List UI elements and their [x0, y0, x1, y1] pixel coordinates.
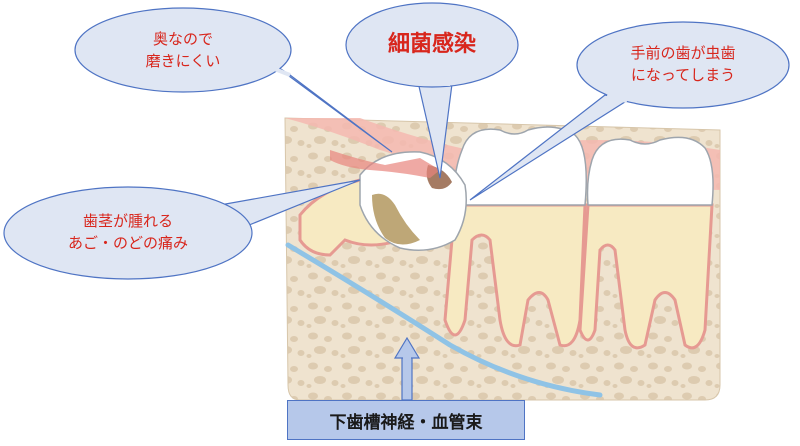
- callout-swelling-text: 歯茎が腫れる あご・のどの痛み: [38, 210, 218, 254]
- nerve-canal: [285, 242, 603, 398]
- callout-line: 手前の歯が虫歯: [630, 44, 736, 62]
- callout-infection-text: 細菌感染: [362, 31, 502, 59]
- decay-patch: [372, 193, 420, 245]
- callout-line: 歯茎が腫れる: [82, 212, 173, 230]
- first-molar: [578, 136, 714, 350]
- callout-hard-to-brush: [74, 7, 393, 153]
- callout-line: 磨きにくい: [145, 52, 221, 70]
- callout-line: あご・のどの痛み: [67, 234, 188, 252]
- nerve-label: 下歯槽神経・血管束: [287, 400, 525, 440]
- callout-hard-to-brush-text: 奥なので 磨きにくい: [123, 28, 243, 72]
- callout-adjacent-decay: [469, 21, 790, 201]
- second-molar: [443, 126, 587, 348]
- callout-line: になってしまう: [630, 66, 736, 84]
- nerve-label-text: 下歯槽神経・血管束: [329, 412, 483, 433]
- inflamed-gum: [330, 150, 440, 178]
- callout-swelling: [3, 179, 361, 280]
- callout-line: 奥なので: [152, 30, 213, 48]
- callout-adjacent-decay-text: 手前の歯が虫歯 になってしまう: [603, 42, 763, 86]
- callout-title: 細菌感染: [387, 32, 476, 57]
- callout-infection: [345, 2, 519, 179]
